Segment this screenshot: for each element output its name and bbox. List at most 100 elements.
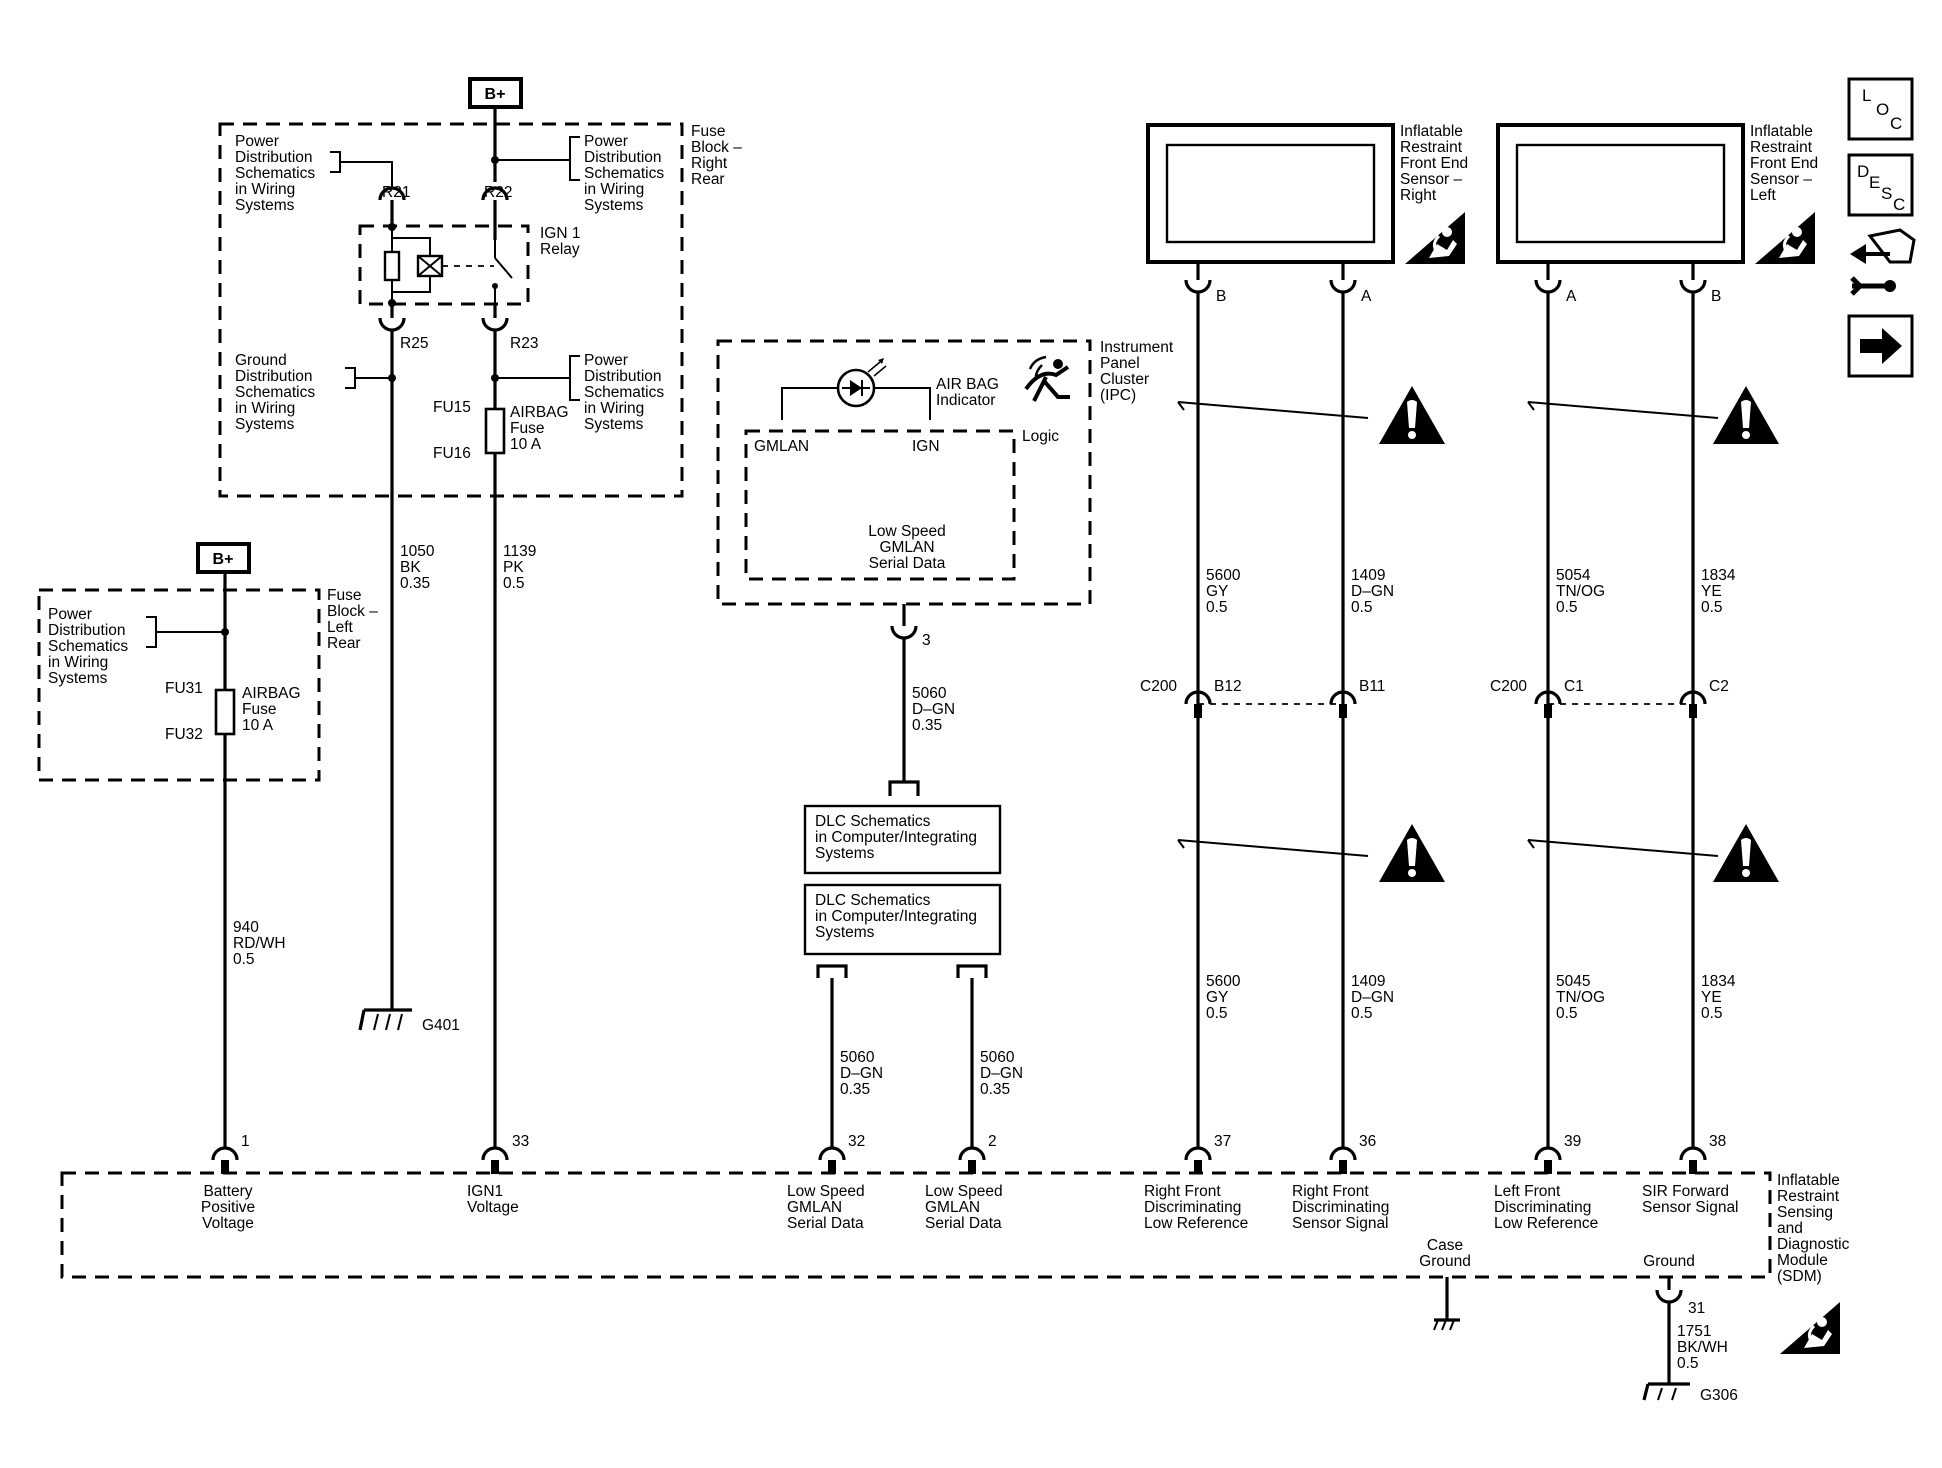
svg-text:0.5: 0.5 xyxy=(1351,599,1373,616)
svg-text:1409: 1409 xyxy=(1351,973,1385,990)
svg-text:Logic: Logic xyxy=(1022,428,1059,445)
svg-text:L: L xyxy=(1862,86,1871,105)
svg-text:Systems: Systems xyxy=(235,197,295,214)
svg-text:R21: R21 xyxy=(382,184,410,201)
svg-text:5045: 5045 xyxy=(1556,973,1590,990)
svg-text:R25: R25 xyxy=(400,335,428,352)
svg-text:31: 31 xyxy=(1688,1300,1705,1317)
svg-text:Low Speed: Low Speed xyxy=(868,523,946,540)
sir-component-icon xyxy=(1778,1300,1842,1356)
svg-text:FU32: FU32 xyxy=(165,726,203,743)
svg-text:0.35: 0.35 xyxy=(980,1081,1010,1098)
svg-text:0.5: 0.5 xyxy=(1206,1005,1228,1022)
svg-text:Module: Module xyxy=(1777,1252,1828,1269)
svg-text:Schematics: Schematics xyxy=(48,638,128,655)
svg-text:Restraint: Restraint xyxy=(1750,139,1813,156)
wire-labels-lower: 5600 GY 0.5 1409 D–GN 0.5 5045 TN/OG 0.5… xyxy=(1206,973,1736,1022)
svg-text:0.5: 0.5 xyxy=(1556,1005,1578,1022)
svg-text:Ground: Ground xyxy=(1419,1253,1471,1270)
svg-text:Ground: Ground xyxy=(1643,1253,1695,1270)
svg-text:5600: 5600 xyxy=(1206,973,1241,990)
svg-text:R23: R23 xyxy=(510,335,538,352)
svg-text:C1: C1 xyxy=(1564,678,1584,695)
svg-text:Distribution: Distribution xyxy=(48,622,126,639)
svg-text:38: 38 xyxy=(1709,1133,1726,1150)
svg-text:A: A xyxy=(1361,288,1372,305)
svg-text:Low Speed: Low Speed xyxy=(787,1183,865,1200)
svg-text:0.35: 0.35 xyxy=(400,575,430,592)
svg-text:37: 37 xyxy=(1214,1133,1231,1150)
fuse-block-left-title: Fuse Block – Left Rear xyxy=(327,587,378,652)
svg-text:Distribution: Distribution xyxy=(235,149,313,166)
power-distribution-ref-3: Power Distribution Schematics in Wiring … xyxy=(584,352,664,433)
svg-text:Right: Right xyxy=(1400,187,1437,204)
svg-text:D–GN: D–GN xyxy=(1351,583,1394,600)
svg-text:DLC Schematics: DLC Schematics xyxy=(815,892,931,909)
svg-text:C200: C200 xyxy=(1140,678,1177,695)
svg-text:1834: 1834 xyxy=(1701,973,1736,990)
svg-text:Power: Power xyxy=(235,133,279,150)
svg-text:GY: GY xyxy=(1206,989,1228,1006)
svg-text:DLC Schematics: DLC Schematics xyxy=(815,813,931,830)
svg-text:AIRBAG: AIRBAG xyxy=(242,685,301,702)
airbag-fuse-left: FU31 FU32 AIRBAG Fuse 10 A xyxy=(165,680,301,743)
next-arrow-icon[interactable] xyxy=(1847,314,1914,378)
ipc-title: Instrument Panel Cluster (IPC) xyxy=(1100,339,1174,404)
svg-text:Diagnostic: Diagnostic xyxy=(1777,1236,1850,1253)
airbag-fuse-right: FU15 FU16 AIRBAG Fuse 10 A xyxy=(433,399,569,462)
svg-text:Systems: Systems xyxy=(815,924,875,941)
fuse-block-right-title: Fuse Block – Right Rear xyxy=(691,123,742,188)
svg-text:1050: 1050 xyxy=(400,543,435,560)
svg-text:B: B xyxy=(1711,288,1721,305)
svg-text:PK: PK xyxy=(503,559,524,576)
svg-text:Left Front: Left Front xyxy=(1494,1183,1561,1200)
fuse-block-left-rear: Fuse Block – Left Rear B+ Power Distribu… xyxy=(37,542,378,782)
svg-text:GMLAN: GMLAN xyxy=(925,1199,980,1216)
svg-text:940: 940 xyxy=(233,919,259,936)
svg-text:Systems: Systems xyxy=(235,416,295,433)
svg-text:Distribution: Distribution xyxy=(584,368,662,385)
svg-text:0.5: 0.5 xyxy=(1701,599,1723,616)
svg-text:TN/OG: TN/OG xyxy=(1556,583,1605,600)
svg-text:IGN: IGN xyxy=(912,438,940,455)
svg-text:Sensor Signal: Sensor Signal xyxy=(1292,1215,1389,1232)
svg-text:(SDM): (SDM) xyxy=(1777,1268,1822,1285)
svg-text:0.5: 0.5 xyxy=(1701,1005,1723,1022)
front-end-sensor-right: Inflatable Restraint Front End Sensor – … xyxy=(1146,123,1468,266)
desc-icon[interactable]: D E S C xyxy=(1847,153,1914,217)
svg-text:in Wiring: in Wiring xyxy=(235,181,295,198)
svg-text:5060: 5060 xyxy=(912,685,947,702)
svg-text:in Wiring: in Wiring xyxy=(235,400,295,417)
sensor-pins: B A A B xyxy=(1184,262,1721,305)
svg-text:FU31: FU31 xyxy=(165,680,203,697)
loc-icon[interactable]: L O C xyxy=(1847,77,1914,141)
wire-label-5060-b: 5060 D–GN 0.35 xyxy=(980,1049,1023,1098)
instrument-panel-cluster: Instrument Panel Cluster (IPC) AIR BAG I… xyxy=(716,339,1174,606)
svg-text:D–GN: D–GN xyxy=(980,1065,1023,1082)
sdm-pins: 1 33 32 2 37 36 39 38 xyxy=(211,1133,1726,1174)
fuse-block-right-rear: Fuse Block – Right Rear B+ Power Distrib… xyxy=(218,77,742,498)
svg-text:32: 32 xyxy=(848,1133,865,1150)
svg-text:0.5: 0.5 xyxy=(1556,599,1578,616)
svg-text:IGN1: IGN1 xyxy=(467,1183,503,1200)
svg-text:Panel: Panel xyxy=(1100,355,1140,372)
svg-text:Voltage: Voltage xyxy=(202,1215,254,1232)
svg-text:39: 39 xyxy=(1564,1133,1581,1150)
twisted-pair-upper xyxy=(1177,386,1779,444)
dlc-schematics-box-2: DLC Schematics in Computer/Integrating S… xyxy=(803,883,1002,956)
svg-text:B: B xyxy=(1216,288,1226,305)
svg-text:Sensor –: Sensor – xyxy=(1750,171,1812,188)
connector-c200: C200 B12 B11 C200 C1 C2 xyxy=(1140,678,1729,718)
svg-text:Fuse: Fuse xyxy=(510,420,544,437)
svg-text:S: S xyxy=(1881,184,1892,203)
svg-text:1834: 1834 xyxy=(1701,567,1736,584)
svg-text:Discriminating: Discriminating xyxy=(1494,1199,1591,1216)
connector-wrench-icon[interactable] xyxy=(1850,228,1916,296)
svg-text:1139: 1139 xyxy=(503,543,536,560)
svg-text:Systems: Systems xyxy=(584,197,644,214)
svg-text:Sensor –: Sensor – xyxy=(1400,171,1462,188)
svg-text:in Wiring: in Wiring xyxy=(584,400,644,417)
svg-text:Inflatable: Inflatable xyxy=(1400,123,1463,140)
svg-text:G401: G401 xyxy=(422,1017,460,1034)
